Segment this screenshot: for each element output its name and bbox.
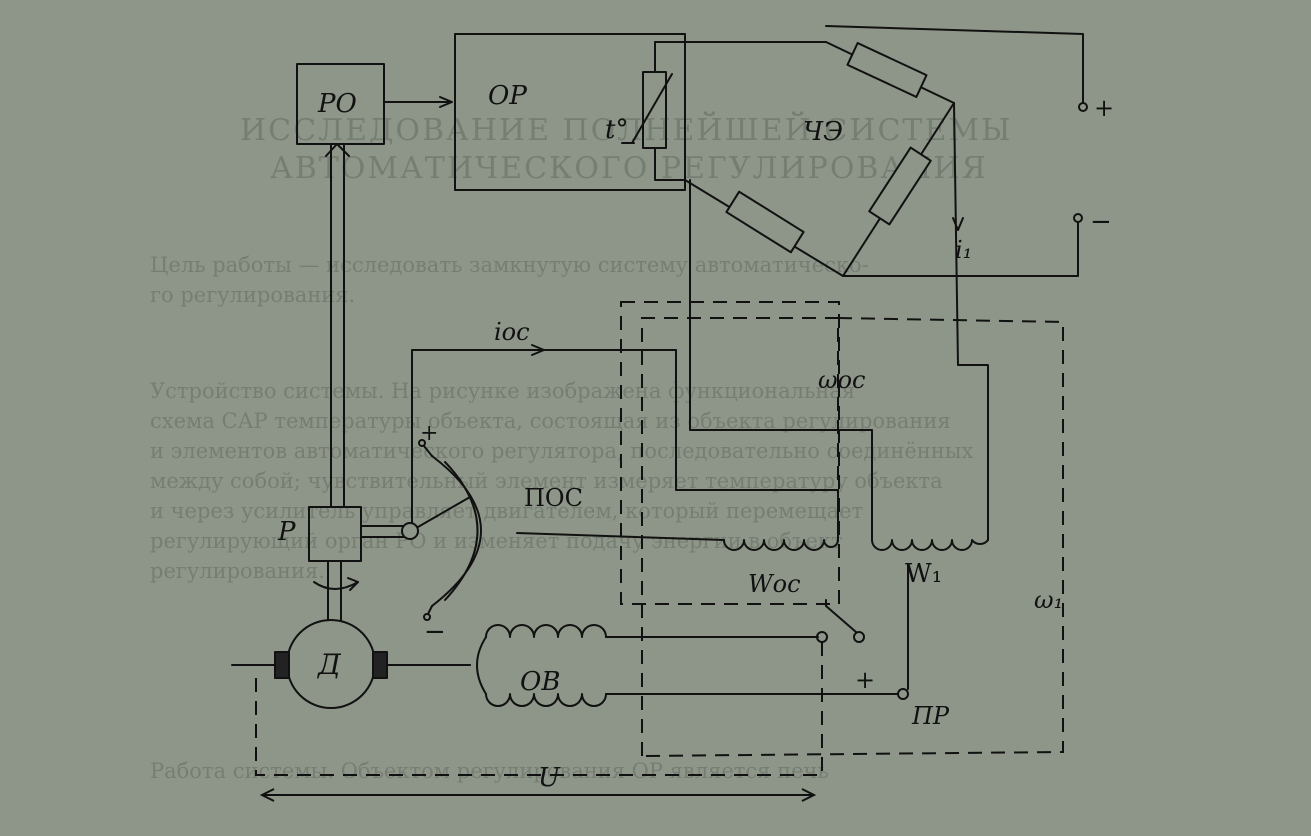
pot-lead-bottom <box>427 605 433 615</box>
dashed-u-frame <box>255 642 823 776</box>
pot-arc-outer <box>431 455 482 607</box>
i1-label: i₁ <box>955 236 972 264</box>
op-block <box>454 33 686 191</box>
pot-arc-inner <box>444 461 479 601</box>
pot-terminal-bottom <box>423 613 431 621</box>
thermistor-slash <box>631 73 673 144</box>
u-arrow-left <box>259 788 275 802</box>
dashed-outer-frame <box>641 317 1064 757</box>
bg-line: Работа системы. Объектом регулирования О… <box>150 759 829 783</box>
woc-coil <box>723 539 839 551</box>
pot-lead-top <box>423 445 433 457</box>
dashed-woc-frame <box>620 301 840 605</box>
rotation-arrowhead <box>347 577 359 591</box>
bridge-resistor-top <box>846 42 928 98</box>
pot-minus-label: − <box>424 617 446 647</box>
pr-terminal <box>897 688 909 700</box>
motor-brush-left <box>274 651 290 679</box>
plus-terminal-label: + <box>1094 94 1114 122</box>
bg-heading-2: АВТОМАТИЧЕСКОГО РЕГУЛИРОВАНИЯ <box>270 151 988 186</box>
bg-line: и элементов автоматического регулятора, … <box>150 439 973 463</box>
pot-terminal-top <box>418 439 426 447</box>
bg-line: регулирования. <box>150 559 325 583</box>
motor-brush-right <box>372 651 388 679</box>
w1-coil <box>871 539 989 551</box>
supply-minus-wire <box>842 221 1079 277</box>
switch-blade <box>825 605 857 633</box>
thermistor-lead-top <box>654 41 686 73</box>
minus-terminal-label: − <box>1090 207 1112 237</box>
i1-wire <box>953 102 959 366</box>
pot-plus-label: + <box>420 421 438 446</box>
bridge-resistor-right <box>868 146 932 226</box>
ob-coil-top <box>485 624 607 638</box>
bg-line: го регулирования. <box>150 283 355 307</box>
w-oc-label: ωос <box>818 366 865 394</box>
bg-line: Цель работы — исследовать замкнутую сист… <box>150 253 869 277</box>
bg-line: Устройство системы. На рисунке изображен… <box>150 379 855 403</box>
bg-line: и через усилитель управляет двигателем, … <box>150 499 863 523</box>
pr-plus-label: + <box>855 666 875 694</box>
po-block <box>296 63 385 145</box>
ob-label: ОВ <box>520 667 560 697</box>
pot-wiper <box>417 496 471 528</box>
thermistor-lead-bottom <box>654 147 686 181</box>
ob-coil-left <box>476 636 487 695</box>
u-arrow-right <box>801 788 817 802</box>
pot-pivot <box>401 522 419 540</box>
bridge-resistor-left <box>725 190 805 254</box>
shaft-arrow <box>325 143 350 157</box>
terminal-plus <box>1078 102 1088 112</box>
w1-connection <box>957 364 989 541</box>
switch-contact-right <box>853 631 865 643</box>
p-block <box>308 506 362 562</box>
ioc-label: iос <box>494 318 530 346</box>
bridge-to-woc-wire <box>689 179 873 541</box>
rotation-arrow <box>313 581 359 590</box>
i1-arrow <box>952 217 964 231</box>
bg-line: регулирующий орган РО и изменяет подачу … <box>150 529 843 553</box>
dashed-w1-frame <box>641 317 839 756</box>
t0-label: t° <box>605 115 628 145</box>
supply-plus-wire <box>825 25 1084 103</box>
ioc-wire <box>411 349 677 529</box>
W1-label: W₁ <box>905 559 942 589</box>
ioc-arrow <box>531 344 545 356</box>
che-label: ЧЭ <box>803 117 843 147</box>
po-label: РО <box>317 89 357 119</box>
W-oc-label: Wос <box>748 570 801 598</box>
arrowhead <box>439 96 453 108</box>
bg-heading-1: ИССЛЕДОВАНИЕ ПОЛНЕЙШЕЙ СИСТЕМЫ <box>240 111 1013 148</box>
p-label: Р <box>277 517 296 547</box>
pos-label: ПОС <box>524 484 583 512</box>
background-text: ИССЛЕДОВАНИЕ ПОЛНЕЙШЕЙ СИСТЕМЫ АВТОМАТИЧ… <box>150 111 1013 783</box>
pr-label: ПР <box>911 702 950 730</box>
w1-label: ω₁ <box>1034 586 1063 614</box>
op-label: ОР <box>488 81 527 111</box>
motor-label: Д <box>316 648 342 681</box>
u-label: U <box>538 763 561 793</box>
ob-coil-bottom <box>485 693 607 707</box>
terminal-minus <box>1073 213 1083 223</box>
